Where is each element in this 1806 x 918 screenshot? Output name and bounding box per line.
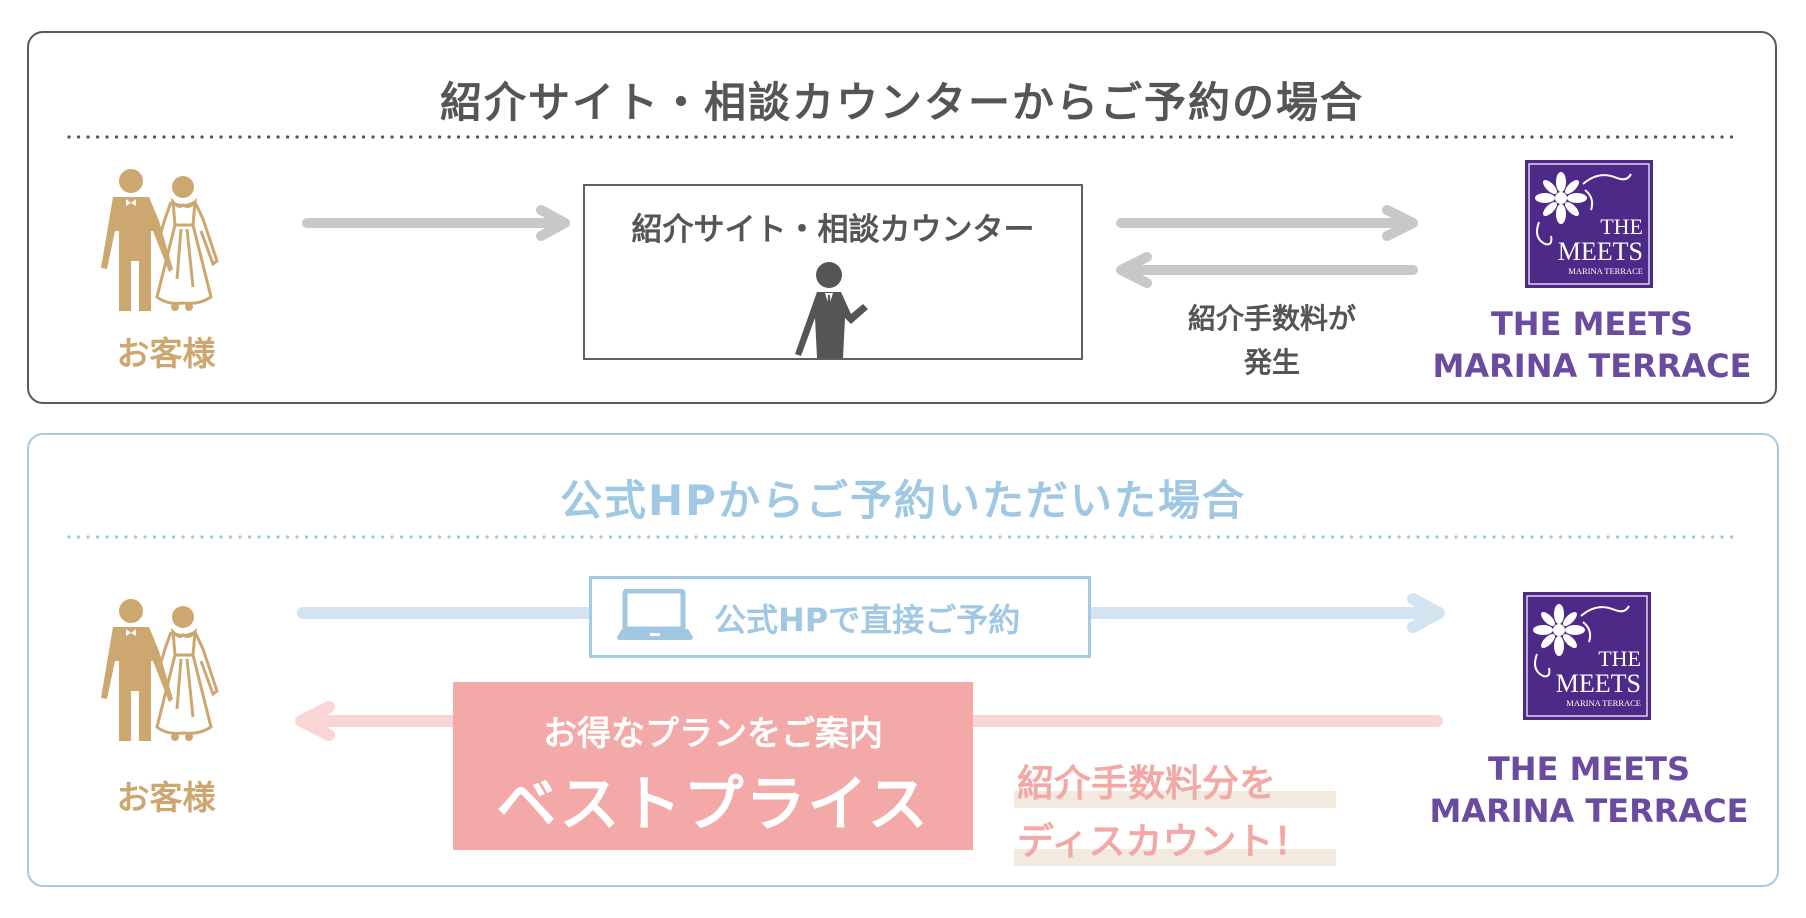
referral-booking-panel: 紹介サイト・相談カウンターからご予約の場合 お客様 紹介サイト・相談カウンター — [27, 31, 1777, 404]
dotted-divider — [67, 135, 1737, 139]
best-price-label: ベストプライス — [496, 770, 930, 840]
arrow-left-icon — [1116, 252, 1152, 288]
venue-name-line2: MARINA TERRACE — [1432, 347, 1752, 385]
fee-note-line1: 紹介手数料が — [1187, 302, 1356, 335]
venue-name-line1: THE MEETS — [1490, 305, 1694, 343]
staff-person-icon — [795, 262, 868, 358]
venue-logo: THE MEETS MARINA TERRACE — [1525, 160, 1653, 288]
venue-name-line1: THE MEETS — [1487, 750, 1691, 788]
svg-text:THE: THE — [1598, 646, 1641, 671]
svg-text:THE: THE — [1600, 214, 1643, 239]
exchange-arrows — [1116, 205, 1418, 288]
svg-text:MARINA TERRACE: MARINA TERRACE — [1568, 266, 1643, 276]
referral-counter-box: 紹介サイト・相談カウンター — [583, 184, 1083, 360]
counter-box-label: 紹介サイト・相談カウンター — [631, 212, 1035, 248]
dotted-divider — [67, 535, 1737, 539]
direct-panel-title: 公式HPからご予約いただいた場合 — [560, 476, 1246, 525]
arrow-right-icon — [302, 205, 570, 241]
referral-fee-note: 紹介手数料が 発生 — [1172, 297, 1372, 385]
direct-booking-panel: 公式HPからご予約いただいた場合 公式HPで直接ご予約 お得なプランをご案内 ベ… — [27, 433, 1779, 887]
venue-name-line2: MARINA TERRACE — [1429, 792, 1749, 830]
customer-label: お客様 — [116, 778, 216, 817]
discount-line2: ディスカウント！ — [1017, 820, 1311, 863]
arrow-right-icon — [1382, 205, 1418, 241]
highlight-bar — [1014, 849, 1336, 866]
couple-icon — [101, 169, 219, 311]
svg-text:MEETS: MEETS — [1558, 237, 1643, 266]
referral-panel-title: 紹介サイト・相談カウンターからご予約の場合 — [439, 78, 1364, 127]
customer-label: お客様 — [116, 334, 216, 373]
laptop-icon — [617, 589, 693, 640]
venue-logo: THE MEETS MARINA TERRACE — [1523, 592, 1651, 720]
svg-text:MEETS: MEETS — [1556, 669, 1641, 698]
plan-line1: お得なプランをご案内 — [543, 714, 883, 754]
venue-name: THE MEETS MARINA TERRACE — [1432, 303, 1752, 387]
discount-line1: 紹介手数料分を — [1017, 762, 1276, 805]
highlight-bar — [1014, 791, 1336, 808]
venue-name: THE MEETS MARINA TERRACE — [1429, 748, 1749, 832]
direct-booking-label: 公式HPで直接ご予約 — [714, 601, 1021, 639]
discount-note: 紹介手数料分を ディスカウント！ — [1017, 755, 1339, 871]
couple-icon — [101, 599, 219, 741]
direct-booking-box: 公式HPで直接ご予約 — [589, 576, 1091, 658]
best-price-box: お得なプランをご案内 ベストプライス — [453, 682, 973, 850]
fee-note-line2: 発生 — [1243, 346, 1300, 379]
svg-text:MARINA TERRACE: MARINA TERRACE — [1566, 698, 1641, 708]
